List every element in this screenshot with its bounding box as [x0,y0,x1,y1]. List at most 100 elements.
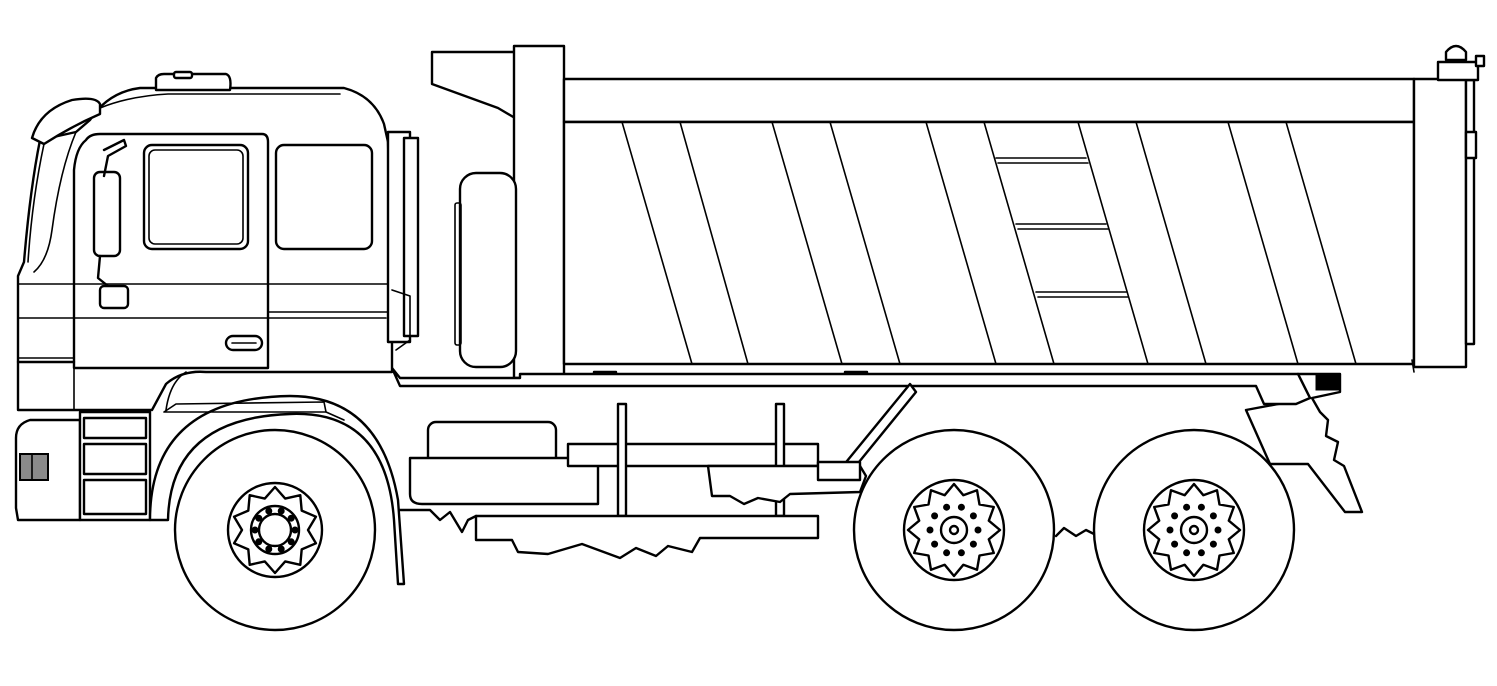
cab-roof-line [99,93,341,109]
side-underrun-bar [566,442,820,468]
rear-wheel-2-lug-nut [1183,549,1191,557]
rear-wheel-2-lug-nut [1209,512,1217,520]
dump-rib-1b [679,121,749,365]
battery-box [408,456,600,506]
dump-front-post [512,44,566,380]
door-window [142,143,250,251]
front-wheel-lug-nut [277,545,285,553]
rear-wheel-1-hub-ring [939,515,969,545]
rear-wheel-1-lug-nut [957,549,965,557]
fender-front-curve [165,371,187,411]
rear-frame [816,460,862,482]
dump-rear-tailgate [1464,78,1476,346]
rear-marker-light [1444,44,1468,62]
mirror-arm [102,138,128,178]
front-wheel-lug-nut [255,538,263,546]
front-fender [148,371,406,586]
cab-step-2 [82,442,148,476]
door-window-inner [148,149,244,245]
fender-top-step [163,401,327,413]
headlight-frame [19,453,33,481]
cab-step-frame [78,410,152,522]
front-wheel-hub-center [257,512,293,548]
dump-rib-3 [925,121,997,365]
hydraulic-tank [454,171,518,369]
front-wheel-lug-nut [265,545,273,553]
rear-wheel-2-hub-center [1188,524,1200,536]
rear-wheel-1-rim [902,478,1006,582]
rear-wheel-1-lug-nut [943,549,951,557]
dump-side-panel [562,120,1416,366]
rear-wheel-2-lug-nut [1171,540,1179,548]
dump-rear-post [1412,77,1468,369]
rear-wheel-2-lug-nut [1183,503,1191,511]
rear-wheel-1 [852,428,1056,632]
rear-marker-light-base [1436,60,1480,82]
front-wheel-lug-nut [277,507,285,515]
exhaust-pipe [402,136,420,338]
dump-headboard [430,50,517,120]
rear-wheel-1-lug-nut [957,503,965,511]
rear-wheel-1-lug-nut [969,512,977,520]
rear-wheel-2-lug-nut [1197,503,1205,511]
rear-wheel-2-lug-nut [1197,549,1205,557]
side-mirror [92,170,122,258]
rear-wheel-1-lug-nut [931,540,939,548]
dump-rib-1 [621,121,693,365]
windshield-pillar [33,131,77,273]
rear-subframe [1244,372,1364,514]
rear-marker-light-cap [1474,54,1486,68]
dump-rear-hinge [1464,130,1478,160]
dump-rib-4b [1135,121,1207,365]
front-wheel-lug-nut [287,538,295,546]
lower-chassis [474,514,820,560]
cab-door [72,132,270,370]
dump-rib-5 [1227,121,1299,365]
rear-wheel-1-hub-center [948,524,960,536]
rear-wheel-2-lug-nut [1214,526,1222,534]
rear-wheel-2-hub-ring [1179,515,1209,545]
dump-rib-3b [983,121,1055,365]
rear-wheel-2-hub-star [1146,482,1242,578]
dump-rib-5b [1285,121,1357,365]
windshield-edge [27,143,45,263]
front-wheel-lug-nut [255,514,263,522]
roof-visor [30,97,102,146]
cab-step-3 [82,478,148,516]
front-wheel-lug-nut [265,507,273,515]
dump-rib-2b [829,121,901,365]
roof-marker-light [154,72,232,92]
dump-top-rail [562,77,1416,124]
rear-wheel-1-lug-nut [943,503,951,511]
rear-wheel-2-lug-nut [1209,540,1217,548]
dump-ladder [995,157,1129,298]
front-wheel-rim [226,481,324,579]
dump-body [430,44,1486,387]
front-bumper [14,410,152,522]
front-wheel-lug-nut [287,514,295,522]
underrun-support-1 [616,402,628,518]
rear-hinge-block [1315,373,1341,391]
fender-mudguard-link [325,411,345,421]
front-wheel-hub-ring [249,504,301,556]
mirror-mount [98,284,130,310]
rear-suspension-link [1054,526,1096,538]
frame-rail [390,366,1312,406]
rear-wheel-1-lug-nut [931,512,939,520]
rear-wheel-2-lug-nut [1171,512,1179,520]
headlight [19,453,49,481]
rear-wheel-1-lug-nut [926,526,934,534]
rear-cab-window [274,143,374,251]
rear-wheel-2-lug-nut [1166,526,1174,534]
front-mudflap-edge [398,508,478,534]
roof-marker-lens [172,70,194,80]
rear-wheel-1-lug-nut [969,540,977,548]
rear-wheel-2-rim [1142,478,1246,582]
cab-rear-link [391,289,411,351]
front-wheel-hub-star [232,485,318,575]
rear-wheel-2 [1092,428,1296,632]
front-wheel-lug-nut [291,526,299,534]
cab-step-1 [82,416,148,440]
chassis [390,366,1312,560]
